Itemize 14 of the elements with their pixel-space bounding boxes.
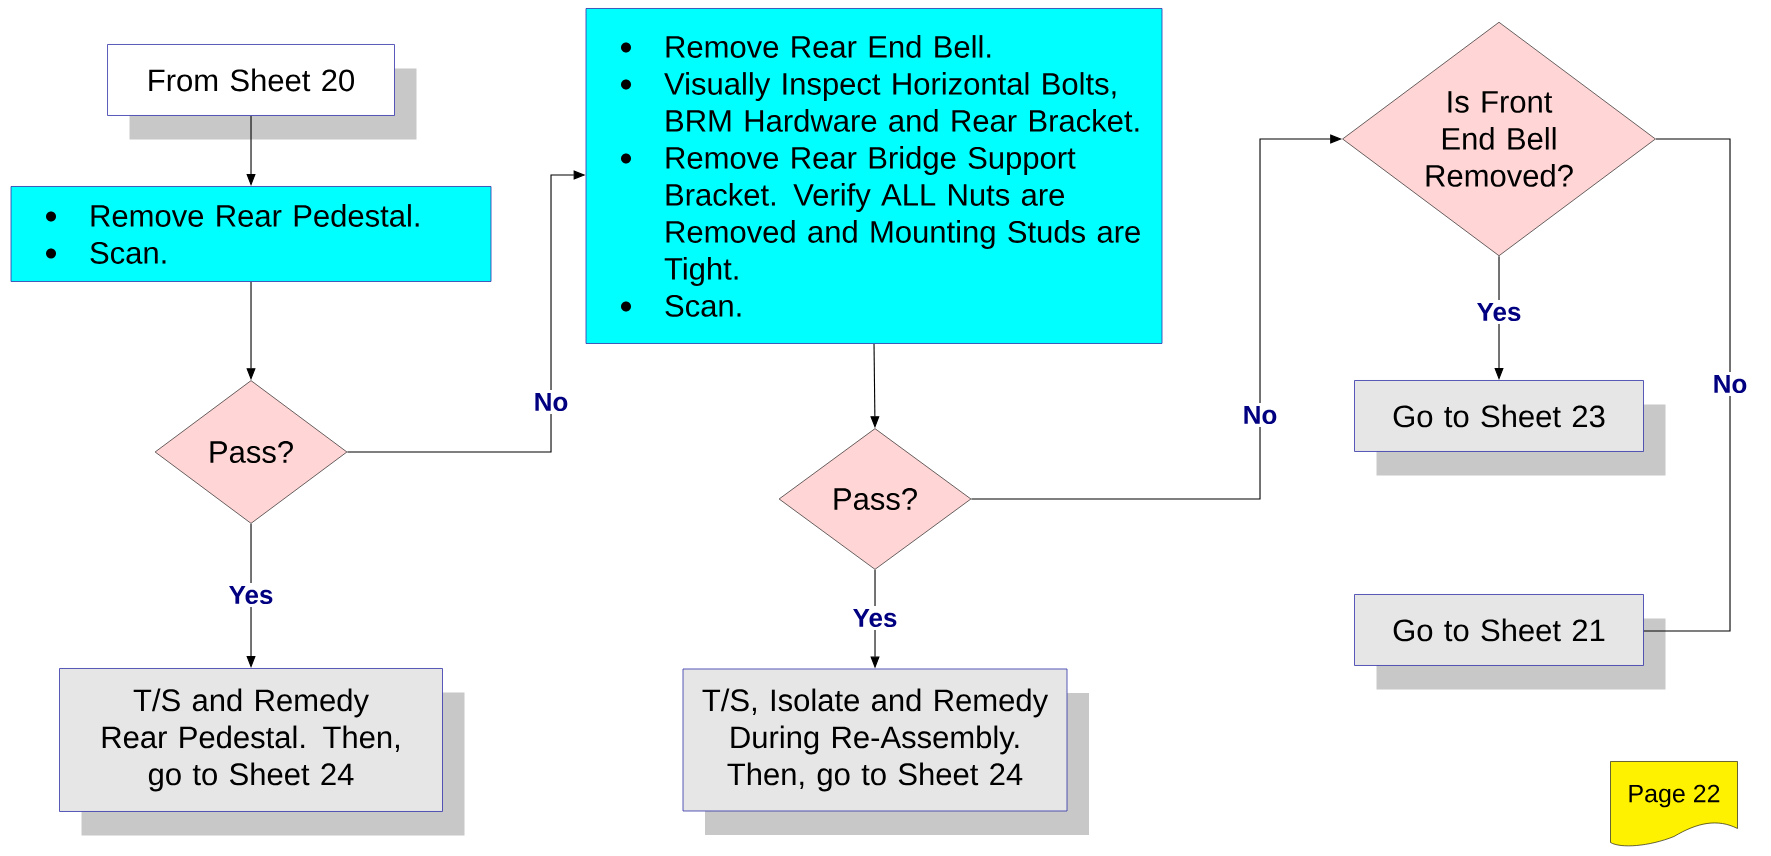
terminal-box: T/S, Isolate and Remedy During Re-Assembly. Then, go to Sheet 24 [682,668,1089,835]
edge-label: No [530,389,572,415]
edge-label: Yes [849,605,901,631]
edge-label: Yes [1473,299,1525,325]
process-box: Remove Rear Pedestal. Scan. [10,186,492,282]
edge-label: No [1239,402,1281,428]
terminal-box: From Sheet 20 [107,44,417,140]
terminal-box: Go to Sheet 21 [1354,594,1666,690]
edge-label: Yes [225,582,277,608]
page-label: Page 22 [1610,761,1738,847]
terminal-box: Go to Sheet 23 [1354,380,1666,476]
process-box: Remove Rear End Bell. Visually Inspect Horizontal Bolts, BRM Hardware and Rear Bracket. Remove Rear Bridge Support Bracket. Verify ALL Nuts are Removed and Mounting Studs are Tight. Scan. [585,8,1163,344]
terminal-box: T/S and Remedy Rear Pedestal. Then, go to Sheet 24 [59,668,465,836]
edge-label: No [1709,371,1751,397]
